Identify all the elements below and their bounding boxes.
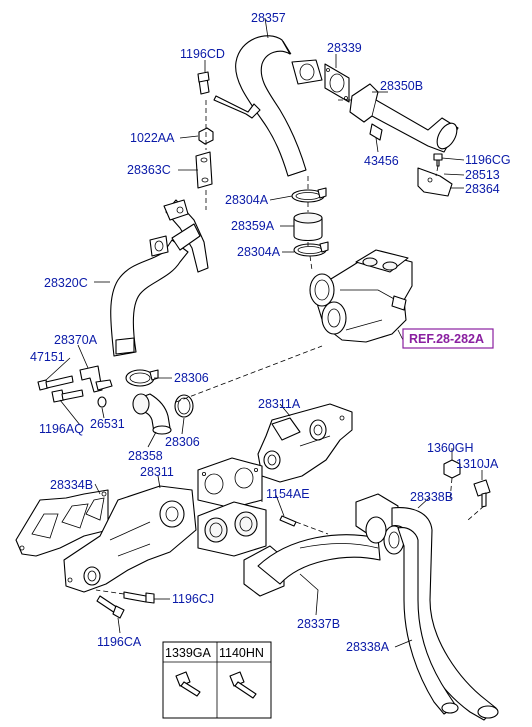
pipe-28337B bbox=[257, 534, 381, 585]
label-28334B: 28334B bbox=[50, 478, 93, 492]
fastener-legend: 1339GA 1140HN bbox=[162, 641, 272, 719]
label-28339: 28339 bbox=[327, 41, 362, 55]
clamp-28304A-lower bbox=[293, 241, 329, 257]
pipe-28320C bbox=[110, 199, 209, 357]
hose-28359A bbox=[293, 212, 323, 242]
label-1196CA: 1196CA bbox=[97, 635, 142, 649]
label-28513: 28513 bbox=[465, 168, 500, 182]
label-1196CJ: 1196CJ bbox=[172, 592, 214, 606]
label-43456: 43456 bbox=[364, 154, 399, 168]
reference-box bbox=[402, 328, 494, 349]
bolt-1196CA bbox=[96, 595, 125, 619]
gasket-lower bbox=[197, 501, 267, 557]
legend-col1-header: 1339GA bbox=[165, 646, 212, 660]
bolt-1196CJ bbox=[123, 591, 155, 604]
label-26531: 26531 bbox=[90, 417, 125, 431]
assembly-line-turbo-elbow bbox=[175, 345, 323, 403]
manifold-28311A bbox=[257, 403, 353, 483]
label-28306-lower: 28306 bbox=[165, 435, 200, 449]
pipe-28338A bbox=[391, 507, 499, 721]
hose-flange-28357 bbox=[291, 59, 323, 85]
gasket-upper bbox=[197, 457, 263, 509]
flange-28338B bbox=[355, 493, 405, 555]
label-28304A-lower: 28304A bbox=[237, 245, 281, 259]
manifold-28311 bbox=[63, 485, 197, 593]
clamp-28306-upper bbox=[125, 369, 159, 387]
assembly-line-nut bbox=[449, 477, 453, 501]
stud-1154AE bbox=[279, 515, 297, 527]
bracket-28364 bbox=[417, 167, 453, 197]
label-28338A: 28338A bbox=[346, 640, 390, 654]
bolt-1310JA bbox=[473, 479, 491, 508]
bracket-28363C bbox=[195, 151, 213, 189]
label-28358: 28358 bbox=[128, 449, 163, 463]
label-28306-upper: 28306 bbox=[174, 371, 209, 385]
legend-col2-header: 1140HN bbox=[219, 646, 264, 660]
bolt-1339GA-icon bbox=[175, 671, 201, 697]
leader-lines bbox=[45, 17, 483, 648]
bolt-1140HN-icon bbox=[229, 671, 257, 699]
assembly-line-pipe-turbo bbox=[307, 176, 313, 271]
label-1360GH: 1360GH bbox=[427, 441, 474, 455]
label-47151: 47151 bbox=[30, 350, 65, 364]
label-28337B: 28337B bbox=[297, 617, 340, 631]
bolt-47151 bbox=[37, 375, 74, 391]
label-28363C: 28363C bbox=[127, 163, 171, 177]
label-1154AE: 1154AE bbox=[266, 487, 310, 501]
label-28370A: 28370A bbox=[54, 333, 98, 347]
bolt-1196CG bbox=[433, 153, 443, 167]
gasket-28339 bbox=[324, 63, 350, 103]
label-28304A-upper: 28304A bbox=[225, 193, 269, 207]
pipe-28350B bbox=[349, 83, 459, 153]
label-1196CG: 1196CG bbox=[465, 153, 511, 167]
assembly-line-stud bbox=[295, 521, 329, 535]
label-28364: 28364 bbox=[465, 182, 500, 196]
label-28350B: 28350B bbox=[380, 79, 423, 93]
label-28320C: 28320C bbox=[44, 276, 88, 290]
reference-callout[interactable]: REF.28-282A bbox=[397, 328, 494, 349]
label-28338B: 28338B bbox=[410, 490, 453, 504]
label-28359A: 28359A bbox=[231, 219, 275, 233]
bracket-28370A bbox=[79, 365, 113, 393]
assembly-line-bolt bbox=[467, 505, 485, 521]
label-28311: 28311 bbox=[140, 465, 174, 479]
hose-28357 bbox=[235, 35, 307, 177]
assembly-line-1196CJ bbox=[95, 589, 125, 595]
label-1310JA: 1310JA bbox=[456, 457, 499, 471]
hose-bracket-1196CD bbox=[197, 71, 261, 119]
label-28357: 28357 bbox=[251, 11, 286, 25]
clamp-28306-lower bbox=[174, 394, 194, 418]
label-1196AQ: 1196AQ bbox=[39, 422, 84, 436]
bolt-1196AQ bbox=[51, 389, 84, 403]
label-28311A: 28311A bbox=[258, 397, 301, 411]
washer-26531 bbox=[97, 396, 107, 408]
label-1022AA: 1022AA bbox=[130, 131, 175, 145]
elbow-hose-28358 bbox=[132, 393, 172, 435]
reference-link[interactable]: REF.28-282A bbox=[409, 332, 484, 346]
turbocharger bbox=[309, 249, 413, 343]
assembly-line-1196CG bbox=[435, 165, 439, 177]
clamp-28304A-upper bbox=[291, 187, 327, 203]
label-1196CD: 1196CD bbox=[180, 47, 225, 61]
